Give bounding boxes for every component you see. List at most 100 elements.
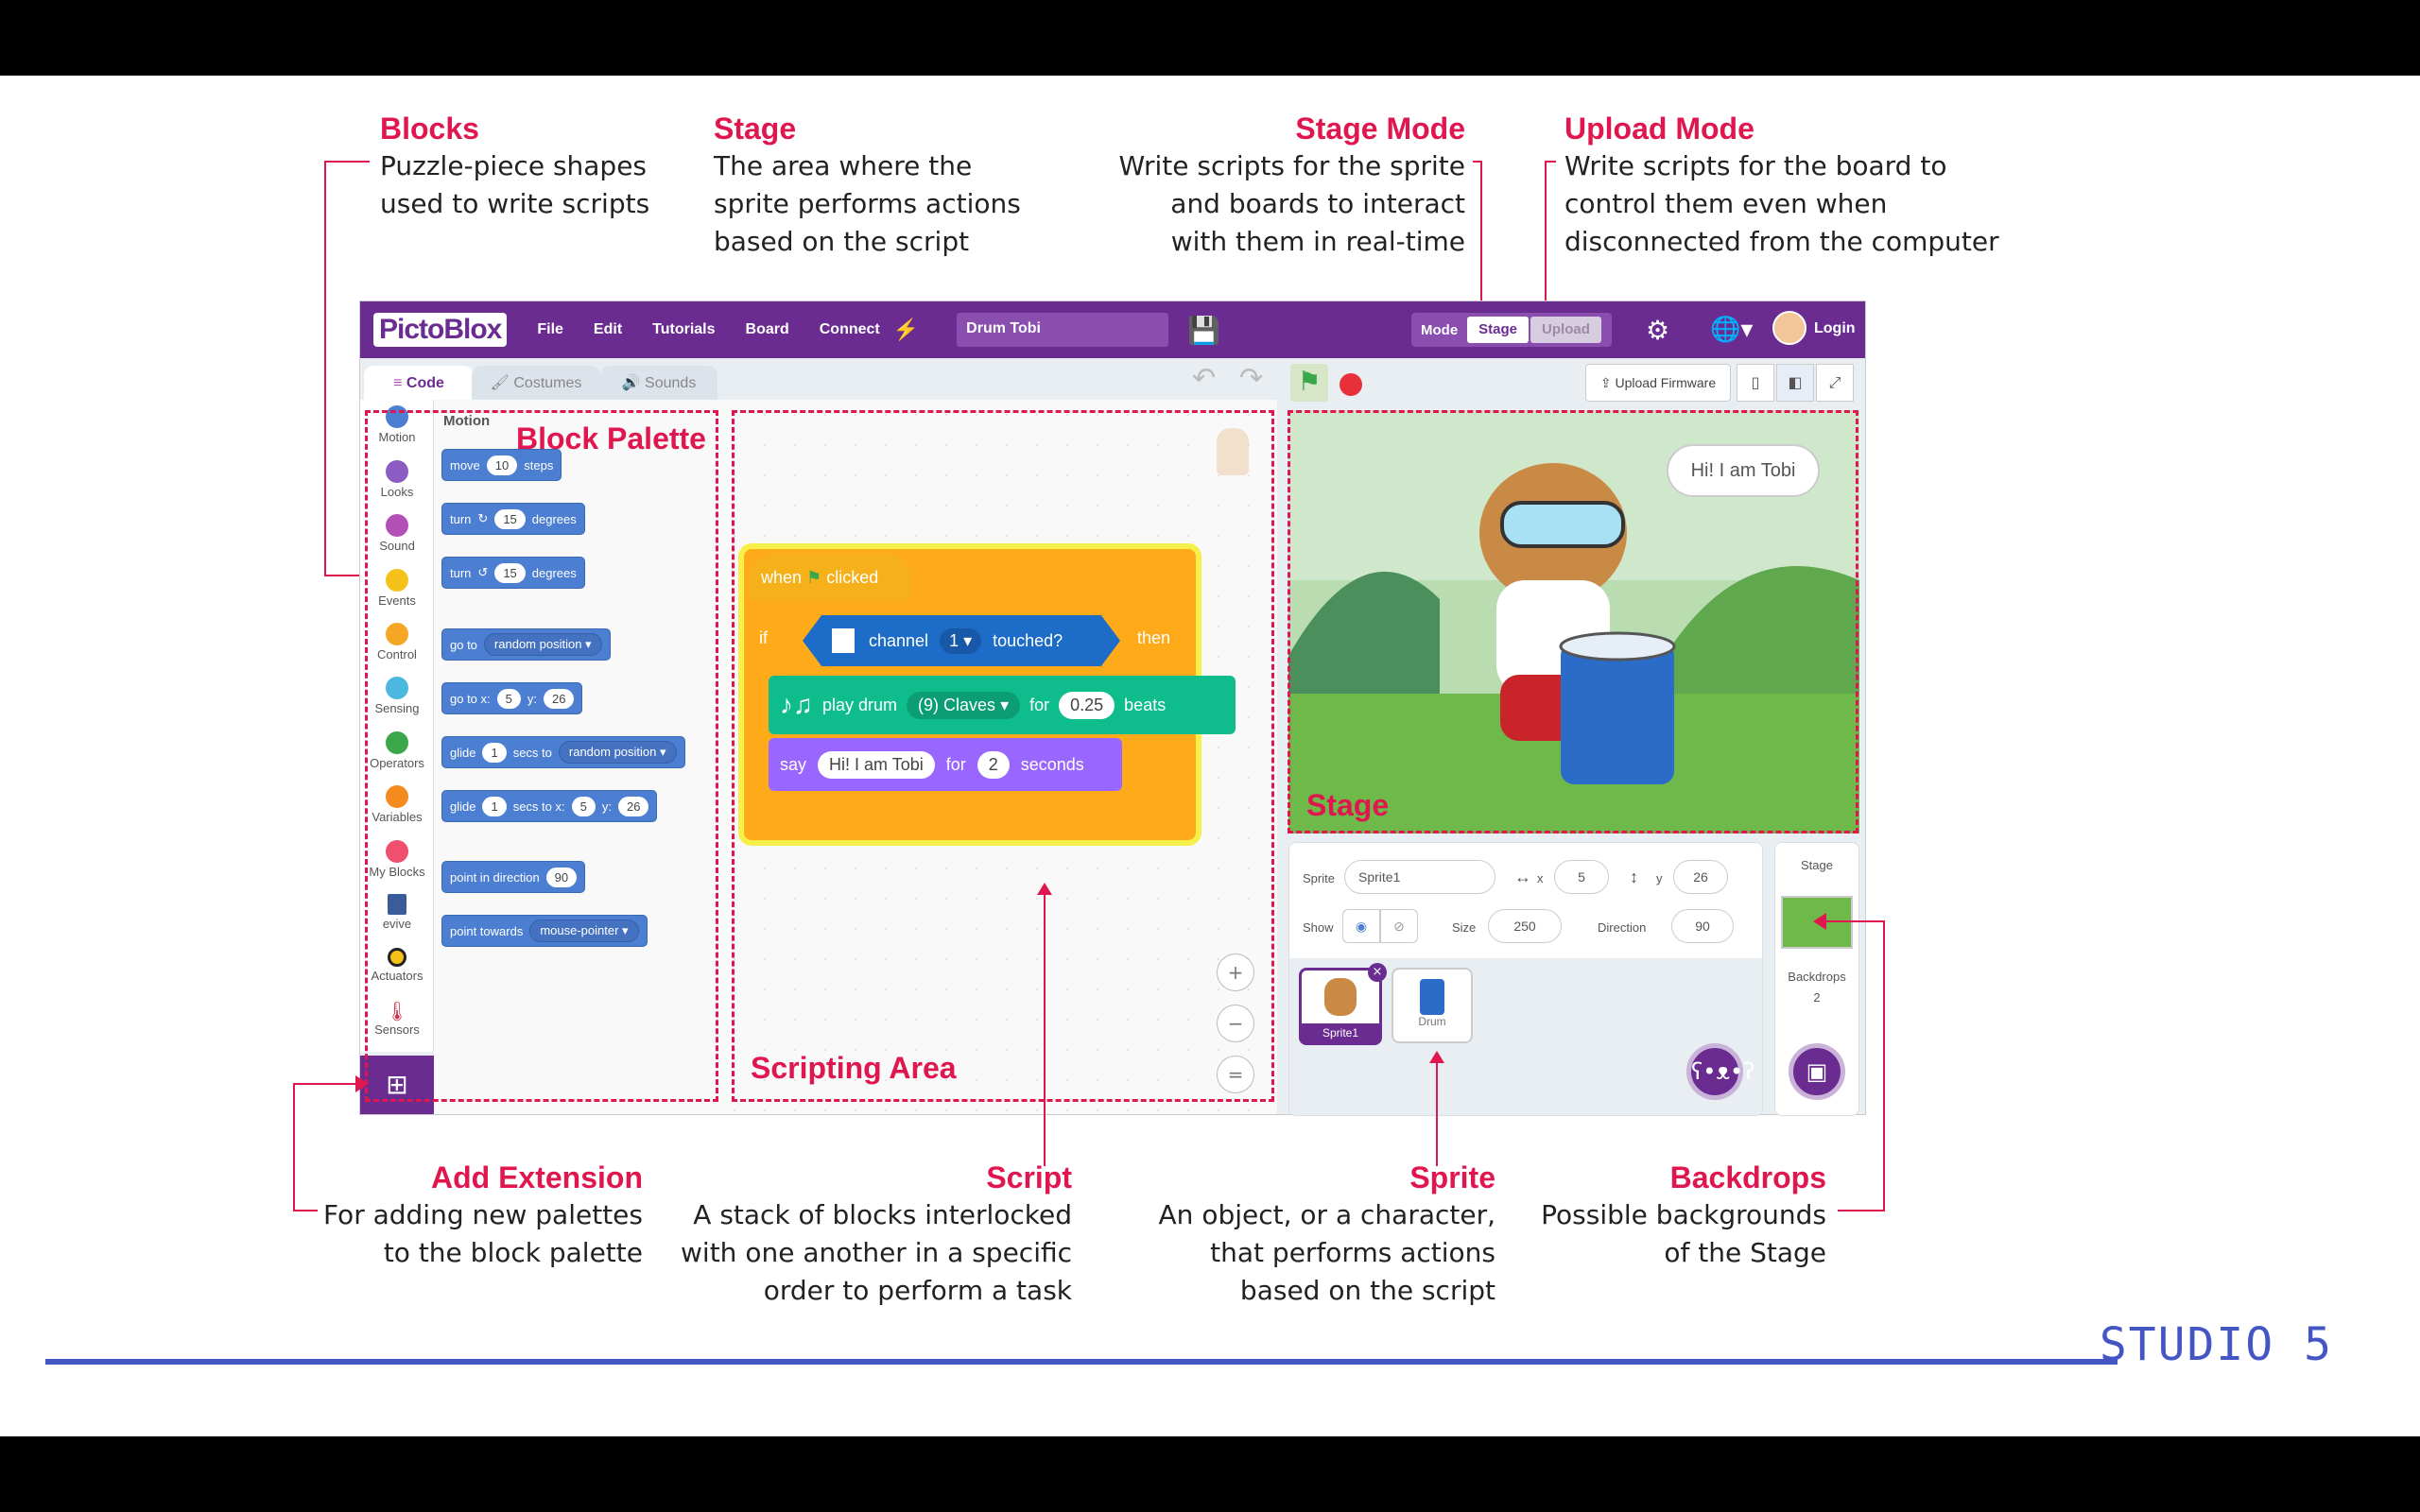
- block-dropdown[interactable]: 1 ▾: [940, 627, 982, 654]
- block-input[interactable]: 5: [571, 796, 596, 816]
- stop-icon[interactable]: [1340, 373, 1362, 396]
- category-events[interactable]: Events: [360, 569, 434, 608]
- sprite-name-input[interactable]: Sprite1: [1344, 860, 1495, 894]
- save-icon[interactable]: 💾: [1187, 315, 1221, 345]
- block-input[interactable]: 90: [545, 867, 578, 887]
- scripting-area[interactable]: when ⚑ clicked if channel 1 ▾ touched? t…: [719, 400, 1277, 1114]
- annotation-sprite: Sprite An object, or a character, that p…: [1115, 1159, 1495, 1310]
- x-label: x: [1537, 871, 1544, 885]
- block-input[interactable]: 1: [482, 742, 507, 763]
- menu-board[interactable]: Board: [745, 321, 789, 337]
- category-actuators[interactable]: Actuators: [360, 948, 434, 983]
- sprite-info-panel: Sprite Sprite1 ↔ x 5 ↕ y 26 Show ◉ ⊘ Siz…: [1288, 842, 1763, 1116]
- small-stage-icon[interactable]: ▯: [1737, 364, 1774, 402]
- menu-edit[interactable]: Edit: [593, 321, 623, 337]
- zoom-out-icon[interactable]: −: [1217, 1005, 1254, 1042]
- channel-touched-block[interactable]: channel 1 ▾ touched?: [803, 615, 1120, 666]
- zoom-in-icon[interactable]: +: [1217, 954, 1254, 991]
- block-input[interactable]: 15: [494, 562, 526, 583]
- block-input[interactable]: 0.25: [1059, 691, 1115, 719]
- x-input[interactable]: 5: [1554, 860, 1609, 894]
- sprite-list: Sprite1 × Drum ʕ•ᴥ•ʔ: [1289, 958, 1762, 1115]
- speech-bubble: Hi! I am Tobi: [1667, 444, 1820, 497]
- category-sensing[interactable]: Sensing: [360, 677, 434, 715]
- login-button[interactable]: Login: [1814, 320, 1856, 336]
- category-motion[interactable]: Motion: [360, 405, 434, 444]
- block-input[interactable]: 2: [977, 750, 1010, 779]
- play-drum-block[interactable]: ♪♫ play drum (9) Claves ▾ for 0.25 beats: [769, 676, 1236, 734]
- block-input[interactable]: 15: [494, 508, 526, 529]
- dropdown-text: random position: [568, 745, 657, 759]
- category-variables[interactable]: Variables: [360, 785, 434, 824]
- stage-mode-button[interactable]: Stage: [1467, 317, 1530, 343]
- tab-costumes[interactable]: 🖌 Costumes: [472, 366, 600, 404]
- category-looks[interactable]: Looks: [360, 460, 434, 499]
- tab-sounds[interactable]: 🔊 Sounds: [600, 366, 717, 404]
- y-input[interactable]: 26: [1673, 860, 1728, 894]
- leader-line: [1436, 1062, 1438, 1166]
- tab-code[interactable]: ≡ Code: [364, 366, 474, 404]
- settings-gear-icon[interactable]: ⚙: [1646, 316, 1670, 345]
- add-extension-button[interactable]: ⊞: [360, 1056, 434, 1114]
- size-input[interactable]: 250: [1488, 909, 1562, 943]
- block-dropdown[interactable]: (9) Claves ▾: [907, 691, 1021, 719]
- say-block[interactable]: say Hi! I am Tobi for 2 seconds: [769, 738, 1122, 791]
- category-operators[interactable]: Operators: [360, 731, 434, 770]
- redo-icon[interactable]: ↷: [1239, 362, 1264, 395]
- block-input[interactable]: 5: [496, 688, 521, 709]
- avatar[interactable]: [1772, 311, 1806, 345]
- category-evive[interactable]: evive: [360, 894, 434, 931]
- category-dot: [386, 623, 408, 645]
- block-input[interactable]: 10: [486, 455, 518, 475]
- sprite-tile-drum[interactable]: Drum: [1392, 968, 1473, 1043]
- sprite-tile-sprite1[interactable]: Sprite1 ×: [1299, 963, 1387, 1045]
- delete-sprite-icon[interactable]: ×: [1368, 963, 1387, 982]
- menu-file[interactable]: File: [537, 321, 563, 337]
- bottom-black-bar: [0, 1436, 2420, 1512]
- show-visible-icon[interactable]: ◉: [1342, 909, 1380, 943]
- undo-icon[interactable]: ↶: [1192, 362, 1217, 395]
- direction-input[interactable]: 90: [1671, 909, 1734, 943]
- category-my-blocks[interactable]: My Blocks: [360, 840, 434, 879]
- block-dropdown[interactable]: random position ▾: [483, 633, 602, 656]
- block-text: for: [945, 754, 966, 774]
- category-sensors[interactable]: 🌡Sensors: [360, 1002, 434, 1037]
- block-input[interactable]: 1: [482, 796, 507, 816]
- stage-canvas[interactable]: Hi! I am Tobi: [1288, 410, 1859, 833]
- upload-firmware-button[interactable]: ⇪ Upload Firmware: [1585, 364, 1731, 402]
- connect-plug-icon[interactable]: ⚡: [892, 318, 920, 341]
- block-dropdown[interactable]: random position ▾: [558, 741, 677, 764]
- large-stage-icon[interactable]: ◧: [1776, 364, 1814, 402]
- category-label: evive: [382, 917, 412, 931]
- drum-sprite-icon: [1420, 979, 1444, 1015]
- choose-sprite-button[interactable]: ʕ•ᴥ•ʔ: [1686, 1043, 1754, 1100]
- upload-mode-button[interactable]: Upload: [1530, 317, 1601, 343]
- zoom-reset-icon[interactable]: =: [1217, 1056, 1254, 1093]
- fullscreen-icon[interactable]: ⤢: [1816, 364, 1854, 402]
- script-stack[interactable]: when ⚑ clicked if channel 1 ▾ touched? t…: [738, 543, 1236, 846]
- block-dropdown[interactable]: mouse-pointer ▾: [529, 919, 639, 942]
- block-input[interactable]: 26: [617, 796, 649, 816]
- show-hidden-icon[interactable]: ⊘: [1380, 909, 1418, 943]
- project-name-input[interactable]: Drum Tobi: [957, 313, 1169, 347]
- block-input[interactable]: Hi! I am Tobi: [818, 750, 935, 779]
- menu-tutorials[interactable]: Tutorials: [652, 321, 716, 337]
- menu-connect[interactable]: Connect: [819, 321, 880, 337]
- if-block[interactable]: if channel 1 ▾ touched? then: [750, 606, 1200, 672]
- language-globe-icon[interactable]: 🌐▾: [1710, 315, 1754, 343]
- category-control[interactable]: Control: [360, 623, 434, 662]
- block-input[interactable]: 26: [544, 688, 575, 709]
- hat-block[interactable]: when ⚑ clicked: [750, 555, 910, 600]
- green-flag-icon[interactable]: ⚑: [1290, 364, 1328, 402]
- choose-backdrop-button[interactable]: ▣: [1789, 1043, 1845, 1100]
- category-sound[interactable]: Sound: [360, 514, 434, 553]
